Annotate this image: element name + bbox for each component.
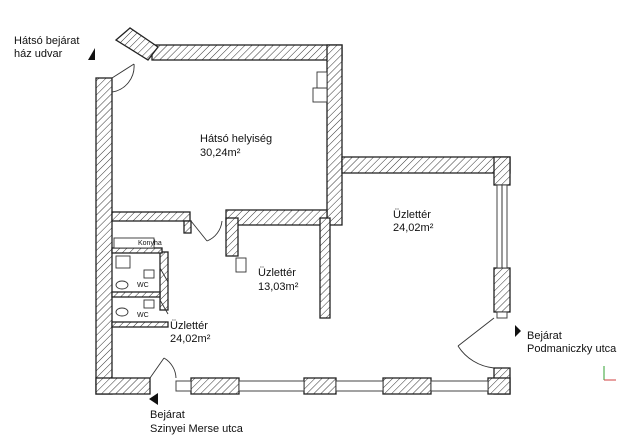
door-right-swing [457, 345, 495, 369]
room-labels: Hátsó helyiség 30,24m² Üzlettér 24,02m² … [137, 133, 434, 345]
room-shop-bottom-name: Üzlettér [170, 320, 208, 332]
wc-sink-top [143, 269, 155, 279]
entrance-back-line1: Hátsó bejárat [14, 35, 79, 47]
wall-back-entrance-angled [114, 27, 159, 61]
room-shop-middle-name: Üzlettér [258, 267, 296, 279]
wall-back-bottom-right [225, 209, 328, 226]
doors [111, 63, 495, 379]
fixtures [113, 237, 155, 317]
interior-walls [111, 71, 331, 328]
wall-right-middle [493, 267, 511, 313]
wall-back-bottom-left [111, 211, 191, 222]
room-wc-top-name: WC [137, 282, 149, 289]
wall-bottom-right [487, 377, 511, 395]
door-kitchen-swing [206, 220, 223, 242]
outer-walls [95, 27, 511, 395]
wall-bottom-left [95, 377, 151, 395]
kitchen-sink [115, 255, 131, 269]
window-bottom-2 [238, 380, 305, 392]
wall-top [151, 44, 343, 61]
entrance-bottom: Bejárat Szinyei Merse utca [149, 393, 244, 435]
room-kitchen-name: Konyha [138, 240, 162, 247]
wall-kitchen-bottom [111, 247, 163, 254]
entrance-bottom-line1: Bejárat [150, 409, 185, 421]
wall-right-upper [493, 156, 511, 186]
toilet-top [115, 280, 129, 290]
wall-bottom-pier-1 [190, 377, 240, 395]
window-bottom-1 [175, 380, 192, 392]
entrance-bottom-line2: Szinyei Merse utca [150, 423, 244, 435]
room-wc-bottom-name: WC [137, 312, 149, 319]
wall-service-right-2 [159, 251, 169, 311]
kitchen-counter [113, 237, 155, 249]
back-room-column [312, 87, 328, 103]
axis-indicator-icon [603, 366, 616, 381]
window-bottom-4 [430, 380, 489, 392]
wall-right-shop-top [341, 156, 511, 174]
back-room-column-2 [316, 71, 328, 89]
entrance-right-line1: Bejárat [527, 330, 562, 342]
room-back-name: Hátsó helyiség [200, 133, 272, 145]
wc-sink-bottom [143, 299, 155, 309]
wall-wc-separator [111, 291, 161, 298]
wall-wc-bottom [111, 321, 169, 328]
room-shop-right-area: 24,02m² [393, 222, 434, 234]
window-right-2 [496, 311, 508, 319]
wall-service-right [183, 220, 192, 234]
door-back-swing [111, 63, 135, 93]
room-shop-right-name: Üzlettér [393, 209, 431, 221]
shop-column [235, 257, 247, 273]
entrance-right: Bejárat Podmaniczky utca [515, 325, 617, 355]
entrance-arrow-icon [515, 325, 521, 337]
wall-back-right [326, 44, 343, 226]
entrance-back-line2: ház udvar [14, 48, 63, 60]
room-shop-middle-area: 13,03m² [258, 281, 299, 293]
wall-bottom-pier-3 [382, 377, 432, 395]
room-back-area: 30,24m² [200, 147, 241, 159]
toilet-bottom [115, 307, 129, 317]
room-shop-bottom-area: 24,02m² [170, 333, 211, 345]
door-bottom-swing [163, 357, 177, 379]
wall-middle-right [319, 217, 331, 319]
wall-bottom-pier-2 [303, 377, 337, 395]
entrance-arrow-icon [88, 48, 95, 60]
wall-left [95, 77, 113, 395]
entrance-right-line2: Podmaniczky utca [527, 343, 617, 355]
entrance-arrow-icon [149, 393, 158, 405]
entrance-back: Hátsó bejárat ház udvar [14, 35, 95, 60]
window-bottom-3 [335, 380, 384, 392]
windows [175, 184, 508, 392]
wall-middle-left [225, 217, 239, 257]
